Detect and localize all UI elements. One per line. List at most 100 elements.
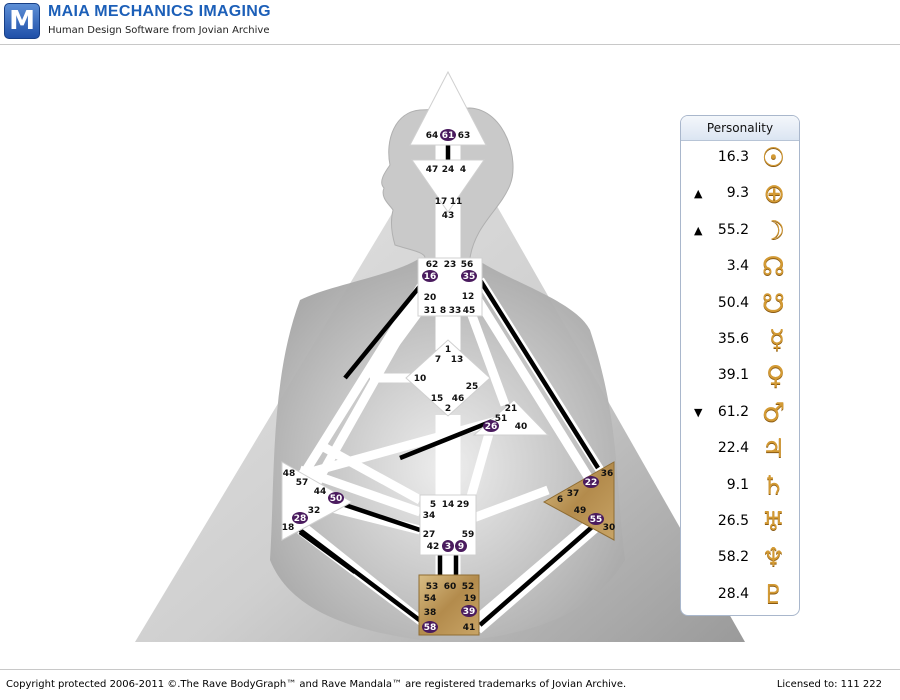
copyright-text: Copyright protected 2006-2011 ©.The Rave…	[6, 679, 627, 690]
g-center	[405, 339, 491, 417]
moon-icon: ☽	[761, 215, 785, 246]
direction-arrow: ▼	[694, 405, 703, 419]
gate-label: 7	[435, 355, 441, 365]
gate-label: 4	[460, 165, 466, 175]
gate-label: 52	[462, 582, 475, 592]
sun-icon: ☉	[761, 143, 785, 173]
earth-icon: ⊕	[763, 179, 785, 210]
uranus-icon: ♅	[761, 507, 785, 537]
gate-label: 58	[424, 623, 437, 633]
throat-center	[417, 257, 483, 317]
activation-value: 61.2	[717, 403, 749, 420]
saturn-icon: ♄	[761, 470, 785, 501]
activation-value: 3.4	[726, 258, 749, 275]
activation-value: 55.2	[717, 221, 749, 238]
app-logo: M	[4, 3, 40, 39]
gate-label: 28	[294, 514, 307, 524]
gate-label: 10	[414, 374, 427, 384]
personality-row: 28.4♇	[681, 579, 799, 615]
gate-label: 61	[442, 131, 455, 141]
gate-label: 60	[444, 582, 457, 592]
activation-value: 9.1	[726, 476, 749, 493]
gate-highlights	[292, 129, 604, 633]
gate-label: 21	[505, 404, 518, 414]
gate-label: 59	[462, 530, 475, 540]
gate-label: 5	[430, 500, 436, 510]
gate-label: 54	[424, 594, 437, 604]
gate-label: 40	[515, 422, 528, 432]
gate-label: 23	[444, 260, 457, 270]
gate-label: 46	[452, 394, 465, 404]
gate-label: 12	[462, 292, 475, 302]
direction-arrow: ▲	[694, 223, 703, 237]
venus-icon: ♀	[765, 361, 785, 392]
gate-label: 48	[283, 469, 296, 479]
mars-icon: ♂	[761, 397, 785, 428]
gate-label: 32	[308, 506, 321, 516]
gate-label: 62	[426, 260, 439, 270]
gate-label: 55	[590, 515, 603, 525]
jupiter-icon: ♃	[761, 434, 785, 465]
gate-label: 36	[601, 469, 614, 479]
gate-label: 25	[466, 382, 479, 392]
gate-label: 31	[424, 306, 437, 316]
gate-label: 33	[449, 306, 462, 316]
app-title: MAIA MECHANICS IMAGING	[48, 3, 271, 20]
activation-value: 35.6	[717, 331, 749, 347]
south-node-icon: ☋	[761, 288, 785, 319]
gate-label: 2	[445, 404, 451, 414]
activation-value: 9.3	[726, 185, 749, 202]
gate-label: 24	[442, 165, 455, 175]
active-channels	[298, 145, 602, 630]
gate-label: 64	[426, 131, 439, 141]
neptune-icon: ♆	[761, 543, 785, 574]
activation-value: 26.5	[717, 513, 749, 529]
gate-label: 16	[424, 272, 437, 282]
gate-label: 53	[426, 582, 439, 592]
gate-label: 45	[463, 306, 476, 316]
gate-label: 6	[557, 495, 563, 505]
personality-row: 35.6☿	[681, 324, 799, 360]
activation-value: 50.4	[717, 294, 749, 311]
direction-arrow: ▲	[694, 187, 703, 201]
gate-label: 37	[567, 489, 580, 499]
license-text: Licensed to: 111 222	[776, 679, 882, 690]
activation-value: 16.3	[717, 149, 749, 165]
personality-row: 39.1♀	[681, 360, 799, 396]
app-subtitle: Human Design Software from Jovian Archiv…	[48, 25, 270, 36]
gate-label: 8	[440, 306, 446, 316]
gate-label: 13	[451, 355, 464, 365]
personality-row: 16.3 ☉	[681, 142, 799, 178]
gate-label: 34	[423, 511, 436, 521]
personality-row: ▲ 55.2 ☽	[681, 215, 799, 251]
gate-label: 18	[282, 523, 295, 533]
personality-row: 50.4 ☋	[681, 288, 799, 324]
gate-label: 63	[458, 131, 471, 141]
personality-row: ▼ 61.2 ♂	[681, 397, 799, 433]
gate-label: 41	[463, 623, 476, 633]
personality-row: ▲ 9.3 ⊕	[681, 178, 799, 214]
gate-label: 35	[463, 272, 476, 282]
gate-label: 26	[485, 422, 498, 432]
bodygraph-chart: 64 61 63 47 24 4 17 11 43 62 23 56 16 35…	[135, 70, 745, 642]
gate-label: 44	[314, 487, 327, 497]
north-node-icon: ☊	[761, 252, 785, 283]
personality-row: 26.5 ♅	[681, 506, 799, 542]
gate-label: 9	[458, 542, 464, 552]
gate-label: 57	[296, 478, 309, 488]
gate-label: 51	[495, 414, 508, 424]
activation-value: 58.2	[717, 549, 749, 566]
gate-label: 22	[585, 478, 598, 488]
head-center	[409, 70, 487, 146]
personality-row: 9.1 ♄	[681, 470, 799, 506]
app-header: M MAIA MECHANICS IMAGING Human Design So…	[0, 0, 900, 45]
gate-label: 11	[450, 197, 463, 207]
gate-label: 38	[424, 608, 437, 618]
personality-title: Personality	[681, 116, 799, 141]
ajna-center	[411, 159, 485, 213]
gate-label: 50	[330, 494, 343, 504]
gate-label: 15	[431, 394, 444, 404]
gate-label: 27	[423, 530, 436, 540]
gate-label: 3	[445, 542, 451, 552]
gate-label: 29	[457, 500, 470, 510]
